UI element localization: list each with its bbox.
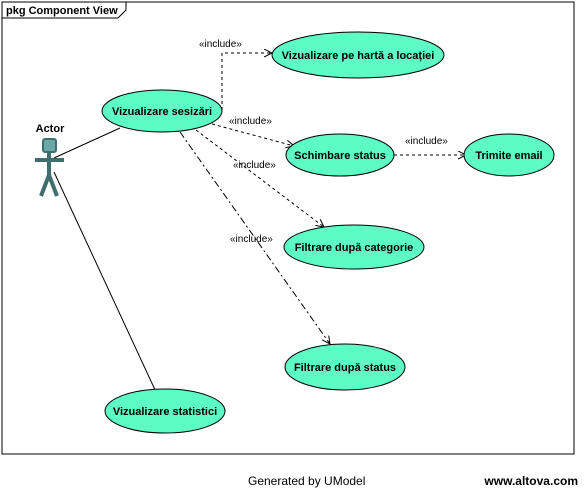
stick-figure-actor-icon [35,138,64,197]
use-case-vizualizare-sesizari[interactable]: Vizualizare sesizări [101,89,223,133]
include-label-filtrare-status: «include» [230,234,273,245]
use-case-schimbare-status[interactable]: Schimbare status [285,133,395,177]
actor-right-leg [47,174,59,197]
include-label-harta: «include» [199,39,242,50]
include-label-trimite-email: «include» [405,136,448,147]
use-case-shape-schimbare-status [285,133,395,177]
generated-by-label: Generated by UModel [248,474,366,488]
package-frame: pkg Component View [1,1,575,455]
include-filtrare-status: «include» [179,131,330,344]
package-tab [2,2,127,19]
include-trimite-email: «include» [394,136,466,155]
use-case-label-vizualizare-harta: Vizualizare pe hartă a locației [282,50,435,62]
include-arrow-schimbare-status [211,123,294,146]
actor-left-leg [39,174,51,197]
use-case-shape-filtrare-status [284,343,406,391]
include-label-schimbare-status: «include» [229,116,272,127]
use-case-label-vizualizare-statistici: Vizualizare statistici [113,406,217,418]
altova-link[interactable]: www.altova.com [484,474,578,488]
package-border [1,1,575,455]
use-case-vizualizare-harta[interactable]: Vizualizare pe hartă a locației [271,31,445,79]
use-case-shape-vizualizare-sesizari [101,89,223,133]
use-case-filtrare-status[interactable]: Filtrare după status [284,343,406,391]
actor-head [42,138,57,153]
use-case-trimite-email[interactable]: Trimite email [463,133,555,177]
include-arrow-harta [221,53,272,110]
include-schimbare-status: «include» [211,116,294,146]
include-arrow-filtrare-status [179,131,330,344]
use-case-shape-trimite-email [463,133,555,177]
actor-label: Actor [36,123,65,135]
use-case-vizualizare-statistici[interactable]: Vizualizare statistici [104,388,226,434]
include-harta: «include» [199,39,272,110]
use-case-label-trimite-email: Trimite email [475,150,542,162]
use-case-shape-vizualizare-harta [271,31,445,79]
use-case-label-vizualizare-sesizari: Vizualizare sesizări [112,106,212,118]
association-actor-vizualizare-statistici [53,171,157,393]
package-title: pkg Component View [6,5,118,17]
include-filtrare-categorie: «include» [195,129,324,227]
use-case-shape-vizualizare-statistici [104,388,226,434]
use-case-label-schimbare-status: Schimbare status [294,150,386,162]
use-case-shape-filtrare-categorie [283,224,425,270]
use-case-filtrare-categorie[interactable]: Filtrare după categorie [283,224,425,270]
actor[interactable]: Actor [35,123,65,197]
include-label-filtrare-categorie: «include» [233,160,276,171]
association-actor-vizualizare-sesizari [53,127,121,159]
include-arrow-filtrare-categorie [195,129,324,227]
use-case-label-filtrare-categorie: Filtrare după categorie [295,242,414,254]
use-case-label-filtrare-status: Filtrare după status [294,362,396,374]
